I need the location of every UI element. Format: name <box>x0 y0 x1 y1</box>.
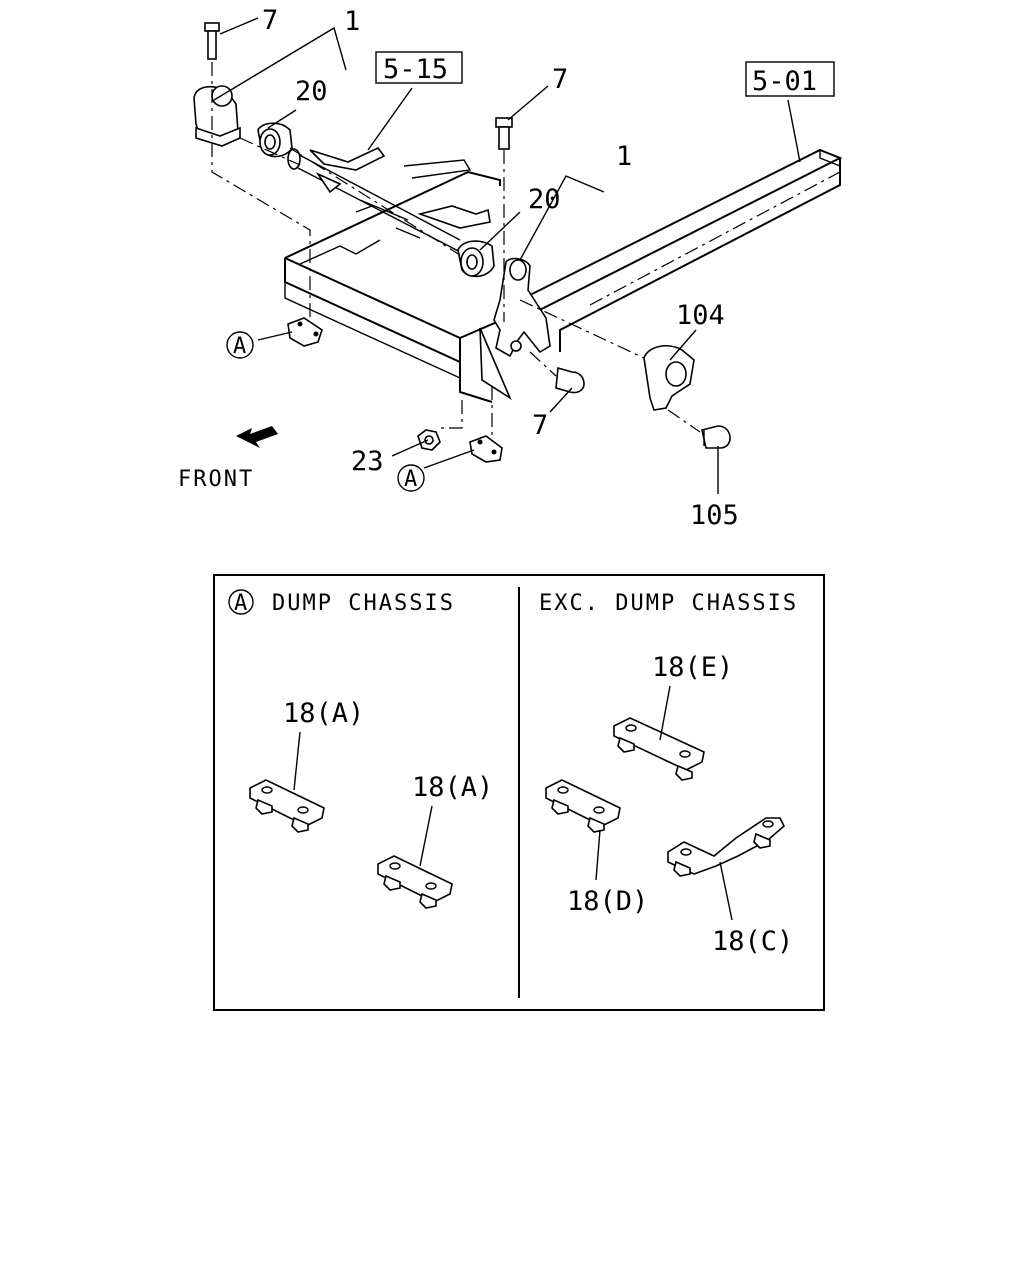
panel-right-title: EXC. DUMP CHASSIS <box>539 591 798 616</box>
label-18a-lower: 18(A) <box>412 772 493 803</box>
small-fasteners <box>417 366 585 451</box>
callout-20-left: 20 <box>295 76 328 107</box>
mount-104 <box>643 345 731 449</box>
callout-20-right: 20 <box>528 184 561 215</box>
ref-5-01: 5-01 <box>752 66 817 97</box>
label-18d: 18(D) <box>567 886 648 917</box>
shaft-assembly <box>287 147 491 257</box>
pad-18e <box>613 685 705 781</box>
callout-104: 104 <box>676 300 725 331</box>
label-18e: 18(E) <box>652 652 733 683</box>
front-label: FRONT <box>178 467 254 492</box>
pads <box>287 317 503 463</box>
variant-panel: A DUMP CHASSIS EXC. DUMP CHASSIS 18(A) 1… <box>213 574 825 1011</box>
panel-left-title: DUMP CHASSIS <box>272 591 455 616</box>
callout-1-right: 1 <box>616 141 632 172</box>
callout-23: 23 <box>351 446 384 477</box>
pad-18d <box>545 779 621 881</box>
panel-a-marker <box>228 589 254 615</box>
callout-7-top-left: 7 <box>262 5 278 36</box>
centre-plate <box>479 327 512 401</box>
circle-a-marker-1 <box>226 331 254 359</box>
pad-18c <box>667 817 785 921</box>
label-18c: 18(C) <box>712 926 793 957</box>
pad-18a-upper <box>249 731 325 833</box>
panel-frame <box>213 574 825 1011</box>
callout-1-left: 1 <box>344 6 360 37</box>
front-arrow-icon <box>236 426 278 448</box>
cross-member <box>284 170 521 403</box>
label-18a-upper: 18(A) <box>283 698 364 729</box>
ref-5-15: 5-15 <box>383 54 448 85</box>
leader-lines <box>213 17 801 494</box>
ref-box-5-15 <box>375 51 463 84</box>
side-rail <box>499 148 843 352</box>
callout-7-center: 7 <box>532 410 548 441</box>
circle-a-label-2: A <box>404 467 417 492</box>
circle-a-label-1: A <box>233 334 246 359</box>
frame-assembly: 7 1 20 5-15 7 5-01 1 20 104 7 23 105 A A… <box>178 5 843 531</box>
callout-105: 105 <box>690 500 739 531</box>
panel-a-label: A <box>234 591 247 616</box>
circle-a-marker-2 <box>397 464 425 492</box>
right-bracket <box>457 117 551 358</box>
ref-box-5-01 <box>745 61 835 97</box>
callout-7-top-right: 7 <box>552 64 568 95</box>
pad-18a-lower <box>377 805 453 909</box>
left-bracket <box>193 22 293 158</box>
assembly-lines <box>211 62 701 438</box>
